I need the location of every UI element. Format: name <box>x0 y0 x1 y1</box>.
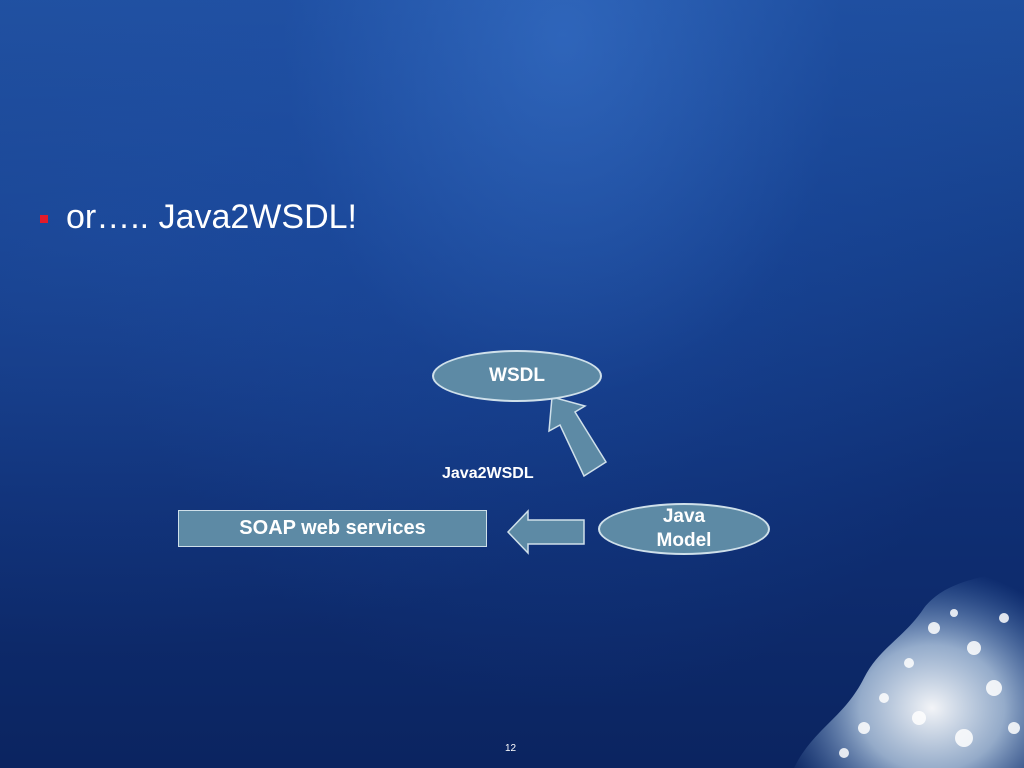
wsdl-node: WSDL <box>432 350 602 402</box>
java-model-label-line1: Java <box>662 506 706 527</box>
up-left-arrow <box>548 396 608 478</box>
wsdl-label: WSDL <box>489 365 545 386</box>
soap-web-services-box: SOAP web services <box>178 510 487 547</box>
java2wsdl-label: Java2WSDL <box>442 465 534 482</box>
soap-web-services-label: SOAP web services <box>239 517 426 539</box>
page-number: 12 <box>505 743 517 754</box>
java-model-label-line2: Model <box>656 530 712 551</box>
ocean-foam-decoration <box>794 568 1024 768</box>
bullet-text: or….. Java2WSDL! <box>66 198 357 236</box>
java-model-node: Java Model <box>598 503 770 555</box>
bullet-item: or….. Java2WSDL! <box>40 198 357 237</box>
bullet-square-icon <box>40 214 48 223</box>
left-arrow <box>506 509 585 555</box>
